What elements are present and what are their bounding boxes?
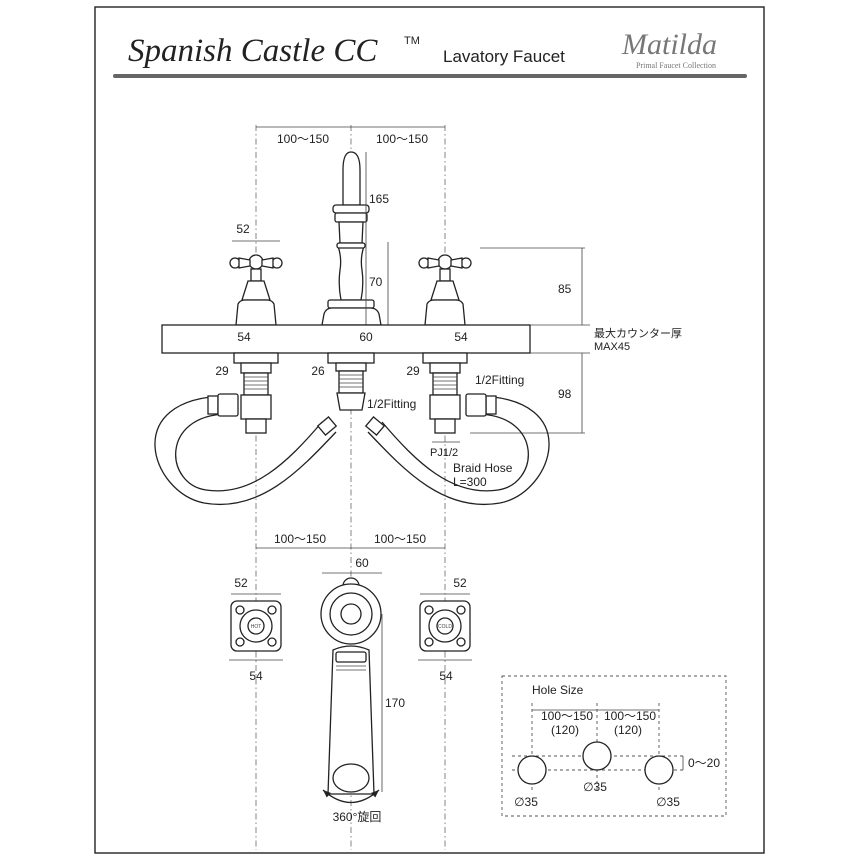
- left-handle-plan: HOT: [230, 600, 282, 652]
- dim-center-base: 60: [359, 330, 373, 344]
- dim-left-shank: 29: [215, 364, 229, 378]
- hose-nut-center-right: [364, 415, 386, 437]
- hole-right-spacing-std: (120): [614, 723, 642, 737]
- spout-ring: [336, 242, 366, 249]
- braid-hose-left-inner: [175, 413, 323, 492]
- label-cold: COLD: [438, 624, 452, 630]
- dim-plan-right-top: 52: [453, 576, 467, 590]
- rotation-arrow: [322, 789, 380, 803]
- center-shank: [327, 352, 375, 411]
- label-fitting-right: 1/2Fitting: [475, 373, 524, 387]
- right-shank: [422, 352, 468, 434]
- brand-tagline: Primal Faucet Collection: [636, 61, 716, 70]
- hole-right-spacing: 100～150: [604, 709, 656, 723]
- hole-left-spacing: 100～150: [541, 709, 593, 723]
- hole-left: [517, 755, 547, 785]
- brand-logo: Matilda: [621, 28, 717, 61]
- braid-hose-left-outer: [154, 395, 337, 506]
- label-pj-thread: PJ1/2: [430, 447, 458, 459]
- elevation-view: 100～150 100～150 165 70 52: [154, 125, 682, 850]
- dim-spout-reach: 170: [385, 696, 405, 710]
- spout-column: [337, 245, 365, 301]
- hole-size-panel: Hole Size 100～150 (120) 100～150 (120) 0～…: [501, 675, 727, 817]
- dim-plan-left-top: 52: [234, 576, 248, 590]
- hole-size-title: Hole Size: [532, 683, 584, 697]
- left-handle-elevation: [229, 254, 283, 326]
- hole-offset: 0～20: [688, 756, 720, 770]
- dim-plan-spacing-right: 100～150: [374, 532, 426, 546]
- dim-plan-spout-width: 60: [355, 556, 369, 570]
- counter-thickness-max: MAX45: [594, 341, 630, 353]
- dim-center-shank: 26: [311, 364, 325, 378]
- dim-spout-body: 70: [369, 275, 383, 289]
- hole-center: [582, 741, 612, 771]
- spout-flange: [321, 307, 382, 326]
- spout-plan: [320, 577, 382, 795]
- counter-top-slab: [161, 324, 531, 354]
- right-handle-plan: COLD: [419, 600, 471, 652]
- dim-handle-width: 52: [236, 222, 250, 236]
- product-subtitle: Lavatory Faucet: [443, 47, 565, 66]
- left-shank: [233, 352, 279, 434]
- braid-hose-right-inner: [381, 413, 529, 492]
- hole-right-dia: ∅35: [656, 795, 680, 809]
- label-hose-name: Braid Hose: [453, 461, 513, 475]
- label-hot: HOT: [251, 624, 262, 630]
- label-fitting-center: 1/2Fitting: [367, 397, 416, 411]
- spout-collar-upper: [332, 204, 370, 214]
- dim-top-spacing-left: 100～150: [277, 132, 329, 146]
- hose-nut-right: [465, 393, 497, 417]
- hose-nut-center-left: [316, 415, 338, 437]
- dim-depth-below: 98: [558, 387, 572, 401]
- hole-size-frame: [501, 675, 727, 817]
- hole-left-dia: ∅35: [514, 795, 538, 809]
- spout-neck: [338, 221, 364, 244]
- dim-plan-right-bottom: 54: [439, 669, 453, 683]
- dim-left-base: 54: [237, 330, 251, 344]
- plan-view: 100～150 100～150 60 HOT 52 54 COL: [229, 532, 472, 824]
- dim-plan-spacing-left: 100～150: [274, 532, 326, 546]
- right-handle-elevation: [418, 254, 472, 326]
- hose-nut-left: [207, 393, 239, 417]
- label-rotation: 360°旋回: [333, 810, 382, 824]
- hole-center-dia: ∅35: [583, 780, 607, 794]
- dim-right-base: 54: [454, 330, 468, 344]
- sheet-frame: [94, 6, 765, 854]
- counter-thickness-note: 最大カウンター厚: [594, 326, 682, 340]
- spout-collar-lower: [334, 212, 368, 223]
- hole-right: [644, 755, 674, 785]
- dim-plan-left-bottom: 54: [249, 669, 263, 683]
- hole-left-spacing-std: (120): [551, 723, 579, 737]
- header: Spanish Castle CC TM Lavatory Faucet Mat…: [113, 28, 747, 78]
- trademark-mark: TM: [404, 35, 420, 47]
- dim-right-shank: 29: [406, 364, 420, 378]
- spout-body: [342, 151, 361, 206]
- spout-base: [327, 299, 375, 309]
- braid-hose-right-outer: [367, 395, 550, 506]
- dim-spout-height: 165: [369, 192, 389, 206]
- dim-handle-height: 85: [558, 282, 572, 296]
- label-hose-length: L=300: [453, 475, 487, 489]
- dim-top-spacing-right: 100～150: [376, 132, 428, 146]
- product-title: Spanish Castle CC: [128, 33, 378, 69]
